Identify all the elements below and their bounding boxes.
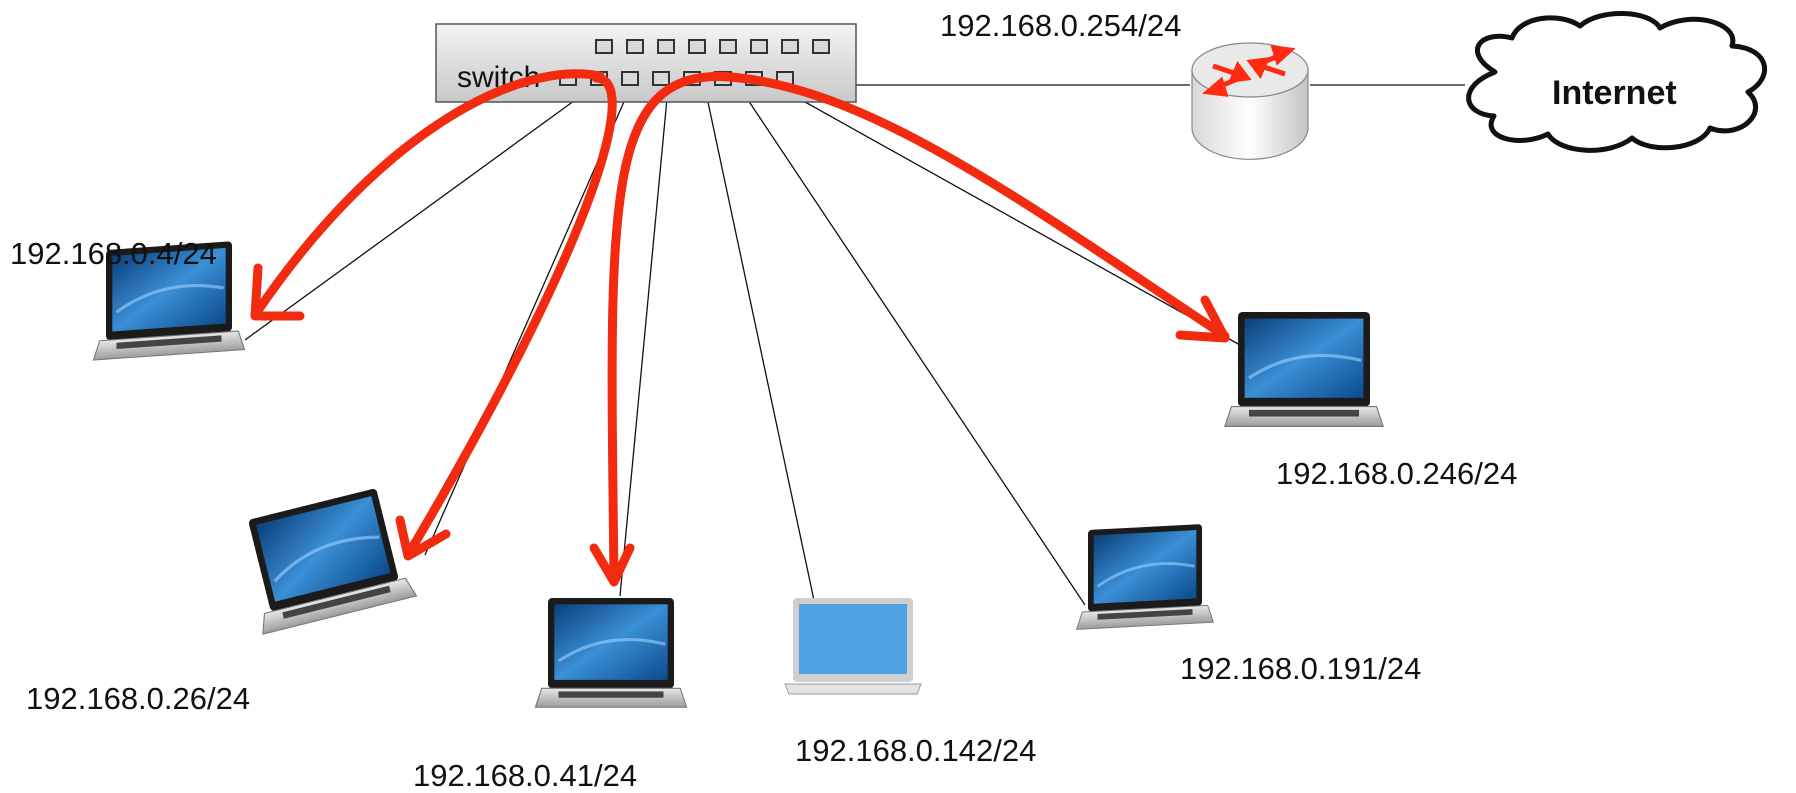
arrow-to-h41 [607,72,745,585]
cloud-icon [1466,11,1768,153]
switch-port [781,39,799,54]
switch-port [750,39,768,54]
host-ip-label-h142: 192.168.0.142/24 [795,733,1037,768]
host-ip-label-h191: 192.168.0.191/24 [1180,651,1422,686]
laptop-icon-h246 [1223,310,1385,429]
laptop-icon-h142 [784,598,922,695]
broadcast-arrows [250,69,1230,587]
link-switch-h41 [619,87,669,597]
router-icon [1191,42,1309,160]
switch-port [595,39,613,54]
laptop-icon-h41 [533,596,689,709]
switch-port [652,71,670,86]
switch-port [812,39,830,54]
switch-port [688,39,706,54]
cloud-label: Internet [1552,74,1677,112]
laptop-icon-h191 [1075,522,1215,631]
switch-port [626,39,644,54]
switch-port [719,39,737,54]
arrow-head-h41 [589,543,635,587]
switch-port [657,39,675,54]
host-ip-label-h41: 192.168.0.41/24 [413,758,638,793]
arrow-head-h246 [1175,295,1230,343]
laptop-icon-h26 [233,483,419,636]
link-switch-h4 [244,81,601,341]
switch-port [621,71,639,86]
arrow-to-h246 [709,71,1230,341]
link-switch-h142 [704,87,816,606]
arrow-to-h4 [250,69,605,320]
link-switch-h246 [779,87,1241,346]
arrow-head-h26 [395,515,451,561]
host-ip-label-h246: 192.168.0.246/24 [1276,456,1518,491]
arrow-to-h26 [403,73,617,560]
link-switch-h191 [739,87,1086,606]
arrow-head-h4 [250,263,305,321]
host-ip-label-h26: 192.168.0.26/24 [26,681,251,716]
host-ip-label-h4: 192.168.0.4/24 [10,236,217,271]
router-ip-label: 192.168.0.254/24 [940,8,1182,43]
